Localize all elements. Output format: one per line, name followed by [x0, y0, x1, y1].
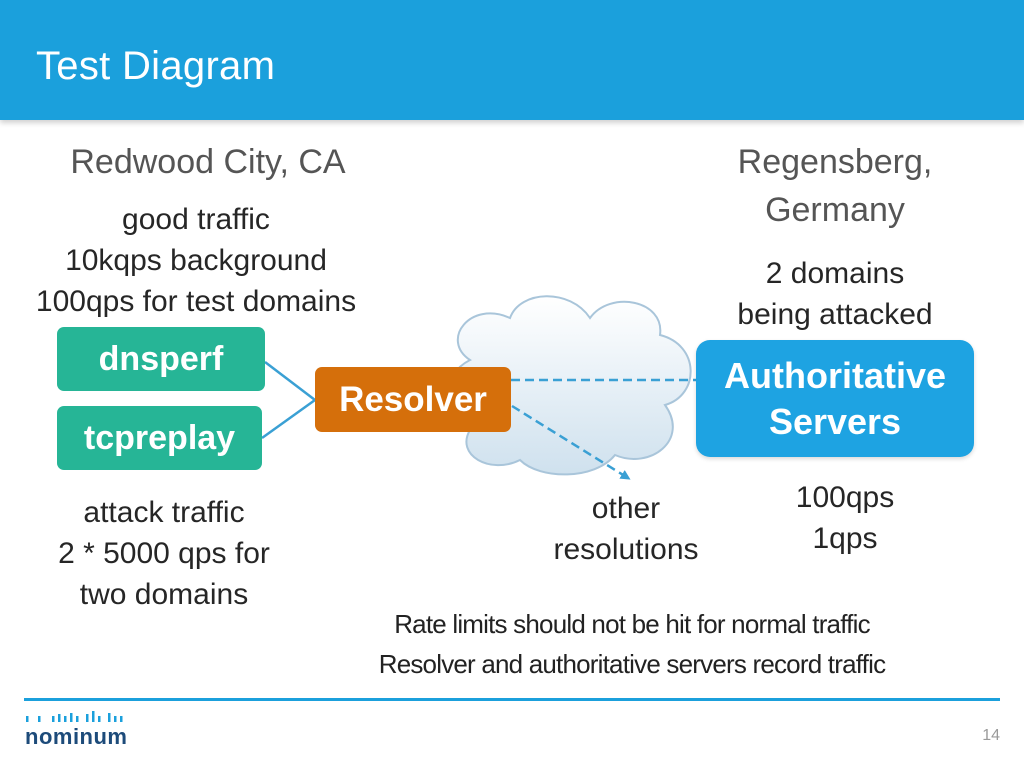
nominum-logo: nominum: [25, 724, 128, 749]
attacked-domains-line: 2 domains: [765, 257, 905, 290]
tool-connectors: [261, 361, 316, 440]
dnsperf-label: dnsperf: [98, 339, 224, 378]
page-number: 14: [982, 727, 1000, 744]
note-record-traffic: Resolver and authoritative servers recor…: [378, 649, 886, 679]
servers-label-line: Authoritative: [723, 354, 946, 396]
footer-divider: [24, 698, 1000, 701]
resolver-label: Resolver: [339, 379, 487, 419]
good-traffic-block: good traffic 10kqps background 100qps fo…: [8, 199, 384, 322]
attacked-domains-block: 2 domains being attacked: [700, 253, 970, 335]
tcpreplay-label: tcpreplay: [83, 418, 236, 457]
resolver-to-other-arrow: [511, 404, 631, 480]
left-location: Redwood City, CA: [70, 143, 346, 181]
slide-title: Test Diagram: [36, 44, 276, 88]
server-rate-line: 1qps: [812, 522, 878, 555]
good-traffic-line: 10kqps background: [65, 244, 327, 277]
server-rates-block: 100qps 1qps: [750, 477, 940, 559]
other-resolutions-line: resolutions: [553, 533, 699, 566]
server-rate-line: 100qps: [795, 481, 895, 514]
good-traffic-line: 100qps for test domains: [35, 285, 357, 318]
slide-header: Test Diagram: [0, 0, 1024, 120]
dnsperf-box: dnsperf: [57, 327, 265, 391]
attack-traffic-line: attack traffic: [83, 496, 245, 529]
servers-label-line: Servers: [768, 400, 902, 442]
authoritative-servers-box: Authoritative Servers: [696, 340, 974, 457]
resolver-box: Resolver: [315, 367, 511, 432]
good-traffic-line: good traffic: [122, 203, 270, 236]
other-resolutions-line: other: [591, 492, 661, 525]
note-rate-limits: Rate limits should not be hit for normal…: [394, 609, 870, 639]
attacked-domains-line: being attacked: [737, 298, 933, 331]
right-location-line: Germany: [765, 191, 905, 229]
attack-traffic-line: two domains: [79, 578, 249, 611]
other-resolutions-block: other resolutions: [530, 488, 722, 570]
right-location: Regensberg, Germany: [690, 138, 980, 234]
attack-traffic-block: attack traffic 2 * 5000 qps for two doma…: [18, 492, 310, 615]
right-location-line: Regensberg,: [737, 143, 933, 181]
attack-traffic-line: 2 * 5000 qps for: [58, 537, 270, 570]
tcpreplay-box: tcpreplay: [57, 406, 262, 470]
